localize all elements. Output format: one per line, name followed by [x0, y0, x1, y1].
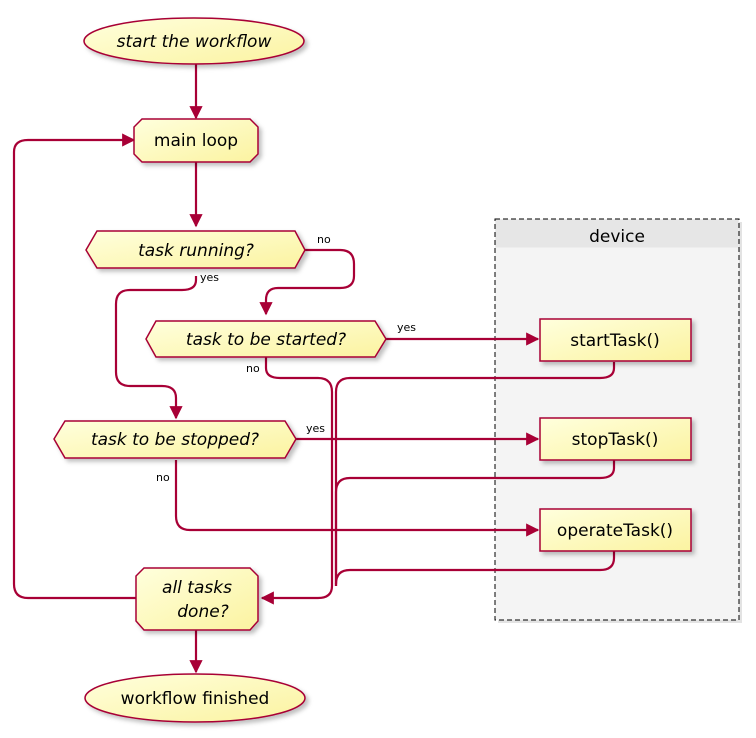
task-to-be-started-label: task to be started? — [186, 330, 346, 350]
edge-running-yes-to-stopped — [114, 276, 198, 420]
start-task-node — [539, 318, 692, 362]
task-running-decision — [85, 230, 306, 269]
all-tasks-done-label-line2: done? — [177, 602, 228, 622]
stop-task-node — [539, 417, 692, 461]
edge-operatetask-return — [334, 551, 616, 585]
end-label: workflow finished — [121, 689, 270, 709]
task-running-label: task running? — [138, 241, 254, 261]
start-node — [83, 17, 305, 65]
label-started-yes: yes — [397, 321, 416, 334]
label-stopped-no: no — [156, 471, 170, 484]
label-running-no: no — [317, 233, 331, 246]
all-tasks-done-label-line1: all tasks — [162, 578, 232, 598]
edge-running-no-to-started — [259, 248, 356, 316]
edge-stoptask-return — [334, 460, 616, 586]
edges — [12, 64, 616, 674]
operate-task-node — [539, 508, 692, 552]
end-node — [84, 673, 306, 723]
edge-started-no-to-done — [260, 356, 334, 605]
stop-task-label: stopTask() — [572, 430, 659, 450]
device-frame-title: device — [589, 227, 645, 247]
main-loop-node — [133, 118, 259, 163]
main-loop-label: main loop — [154, 131, 238, 151]
node-labels: start the workflow main loop task runnin… — [91, 32, 673, 709]
edge-starttask-return — [334, 362, 616, 586]
start-label: start the workflow — [117, 32, 272, 52]
edge-done-loop-back — [12, 133, 136, 600]
edge-labels: no yes yes no yes no — [156, 233, 416, 484]
task-to-be-started-decision — [145, 320, 387, 358]
start-task-label: startTask() — [570, 331, 660, 351]
operate-task-label: operateTask() — [557, 521, 673, 541]
task-to-be-stopped-decision — [53, 420, 297, 459]
edge-stopped-no-to-operatetask — [174, 460, 540, 537]
label-stopped-yes: yes — [306, 422, 325, 435]
all-tasks-done-decision — [135, 567, 259, 631]
label-started-no: no — [246, 362, 260, 375]
label-running-yes: yes — [200, 271, 219, 284]
task-to-be-stopped-label: task to be stopped? — [91, 430, 259, 450]
